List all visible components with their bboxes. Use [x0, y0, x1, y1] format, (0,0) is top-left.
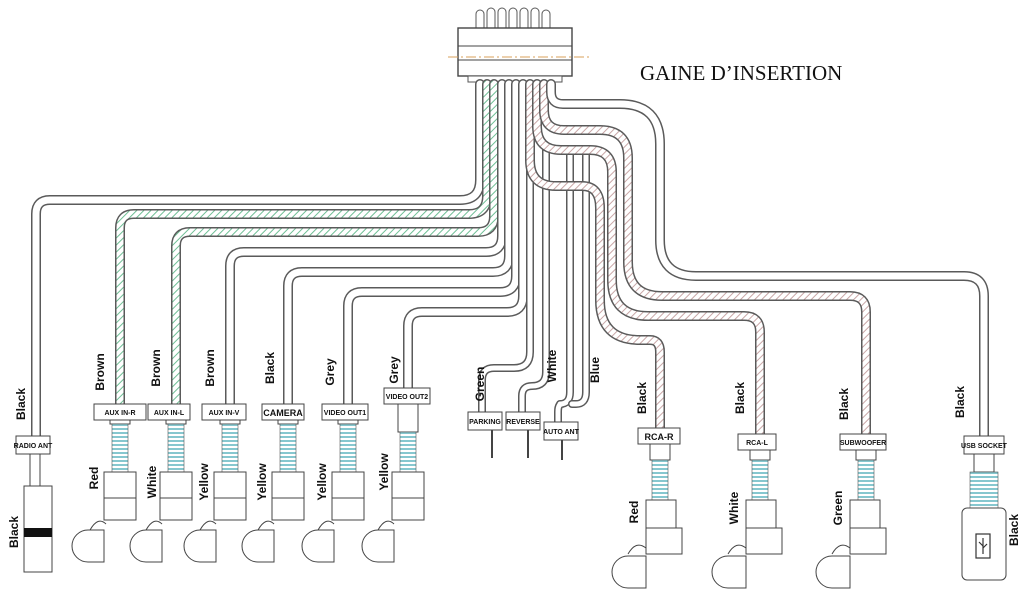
auto-ant-tag: AUTO ANT [543, 429, 580, 436]
aux-in-l-plug-color: White [145, 465, 159, 498]
video-out1-tag: VIDEO OUT1 [324, 410, 367, 417]
rca-l-plug-color: White [727, 491, 741, 524]
wire-usb-socket [546, 79, 989, 441]
camera-tag: CAMERA [263, 408, 303, 418]
wire-rca-r [525, 79, 665, 433]
rca-l-tag: RCA-L [746, 440, 768, 447]
auto-ant-wire-color: Blue [588, 357, 602, 383]
harness-title: GAINE D’INSERTION [640, 61, 842, 85]
rca-r-wire-color: Black [635, 382, 649, 414]
rca-l-wire-color: Black [733, 382, 747, 414]
wire-rca-l [532, 79, 765, 439]
parking-tag: PARKING [469, 419, 501, 426]
rca-r-connector: RCA-R Black Red [611, 382, 683, 589]
subwoofer-wire-color: Black [837, 388, 851, 420]
radio-ant-plug-color: Black [7, 516, 21, 548]
wire-radio-ant [31, 79, 485, 441]
wire-parking [478, 146, 534, 416]
subwoofer-connector: SUBWOOFER Black Green [815, 388, 887, 589]
video-out1-wire-color: Grey [323, 358, 337, 386]
reverse-tag: REVERSE [506, 419, 540, 426]
reverse-connector: REVERSE White [505, 349, 559, 458]
parking-wire-color: Green [473, 367, 487, 402]
aux-in-r-plug-color: Red [87, 467, 101, 490]
wire-video-out2 [403, 79, 528, 393]
aux-in-r-wire-color: Brown [93, 353, 107, 390]
wire-subwoofer [539, 79, 871, 439]
camera-connector: CAMERA Black Yellow [241, 352, 305, 563]
video-out2-tag: VIDEO OUT2 [386, 394, 429, 401]
reverse-wire-color: White [545, 349, 559, 382]
auto-ant-connector: AUTO ANT Blue [543, 357, 602, 460]
radio-ant-tag: RADIO ANT [14, 443, 53, 450]
sheath-top-loops [475, 7, 551, 28]
aux-in-l-tag: AUX IN-L [154, 410, 185, 417]
aux-in-v-plug-color: Yellow [197, 463, 211, 501]
usb-socket-plug-color: Black [1007, 514, 1021, 546]
wire-video-out1 [343, 79, 521, 409]
radio-ant-wire-color: Black [14, 388, 28, 420]
usb-socket-tag: USB SOCKET [961, 443, 1008, 450]
harness-wires [31, 79, 989, 441]
wire-aux-in-v [225, 79, 507, 409]
video-out2-wire-color: Grey [387, 356, 401, 384]
parking-connector: PARKING Green [467, 367, 503, 458]
wire-camera [283, 79, 514, 409]
aux-in-l-connector: AUX IN-L Brown White [129, 349, 193, 563]
aux-in-v-tag: AUX IN-V [209, 410, 240, 417]
rca-l-connector: RCA-L Black White [711, 382, 783, 589]
aux-in-r-tag: AUX IN-R [104, 410, 135, 417]
rca-r-plug-color: Red [627, 501, 641, 524]
wire-aux-in-r [115, 79, 492, 409]
aux-in-l-wire-color: Brown [149, 349, 163, 386]
aux-in-v-connector: AUX IN-V Brown Yellow [183, 349, 247, 563]
aux-in-v-wire-color: Brown [203, 349, 217, 386]
video-out1-connector: VIDEO OUT1 Grey Yellow [301, 358, 369, 563]
video-out1-plug-color: Yellow [315, 463, 329, 501]
insertion-sheath-block [448, 7, 590, 83]
camera-plug-color: Yellow [255, 463, 269, 501]
aux-in-r-connector: AUX IN-R Brown Red [71, 353, 147, 563]
wire-reverse [518, 146, 550, 416]
usb-icon [975, 533, 991, 559]
usb-socket-connector: USB SOCKET Black Black [953, 386, 1021, 581]
radio-ant-connector: RADIO ANT Black Black [7, 388, 53, 573]
video-out2-plug-color: Yellow [377, 453, 391, 491]
usb-socket-wire-color: Black [953, 386, 967, 418]
subwoofer-plug-color: Green [831, 491, 845, 526]
subwoofer-tag: SUBWOOFER [840, 440, 886, 447]
video-out2-connector: VIDEO OUT2 Grey Yellow [361, 356, 431, 563]
rca-r-tag: RCA-R [645, 432, 674, 442]
wire-auto-ant [554, 146, 590, 426]
camera-wire-color: Black [263, 352, 277, 384]
wire-aux-in-l [171, 79, 499, 409]
